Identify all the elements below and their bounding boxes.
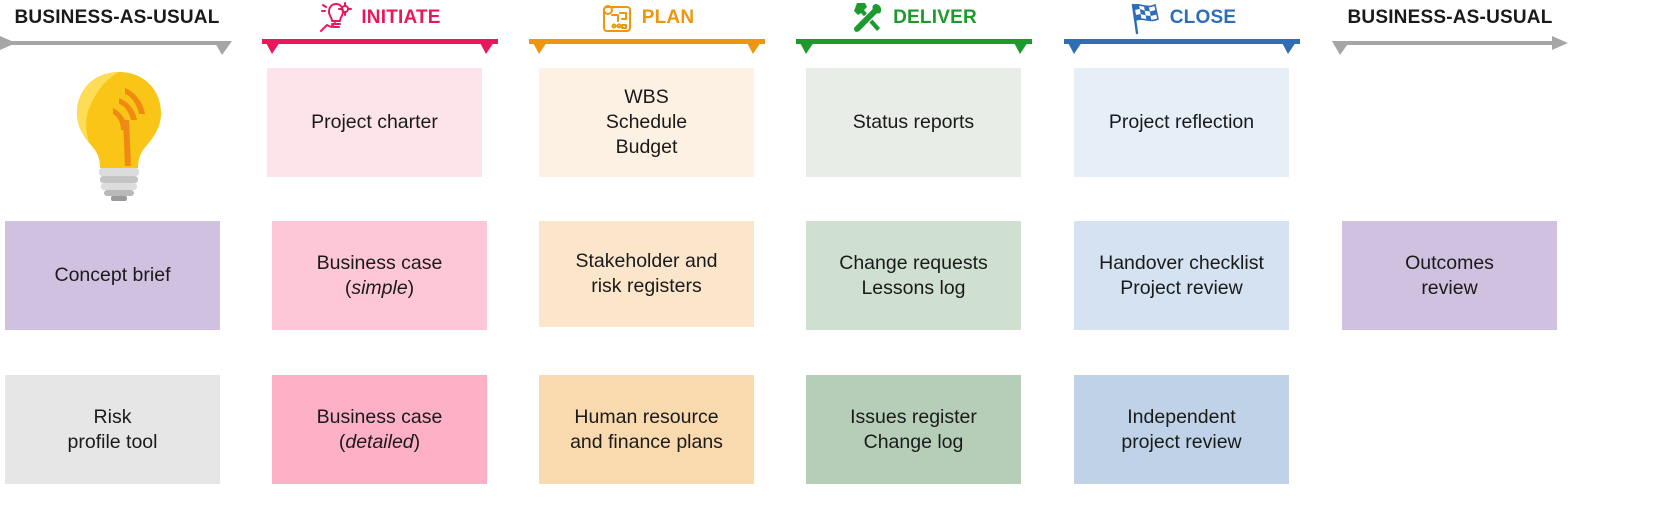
bar-plan — [529, 38, 765, 58]
column-header-deliver: DELIVER — [796, 0, 1032, 36]
box-text-italic: simple — [351, 276, 408, 299]
column-header-close: CLOSE — [1064, 0, 1300, 36]
box-concept-brief: Concept brief — [5, 221, 220, 330]
checkered-flag-icon — [1128, 1, 1162, 35]
box-text-line-2: (simple) — [344, 276, 415, 299]
box-project-charter: Project charter — [267, 68, 482, 177]
box-text-line-2: Change log — [863, 430, 964, 453]
hammer-wrench-icon — [851, 1, 885, 35]
box-text-line-3: Budget — [615, 136, 678, 158]
box-independent-project-review: Independent project review — [1074, 375, 1289, 484]
box-text-italic: detailed — [345, 430, 414, 453]
box-text-line-2: review — [1421, 276, 1478, 299]
box-text-line-2: Schedule — [605, 111, 688, 133]
column-header-plan: PLAN — [529, 0, 765, 36]
lightbulb-gear-icon — [319, 1, 353, 35]
bar-initiate — [262, 38, 498, 58]
column-bau-end: BUSINESS-AS-USUAL Outcomes review — [1330, 0, 1664, 515]
column-deliver: DELIVER Status reports Change requests L… — [796, 0, 1032, 515]
header-label: DELIVER — [893, 7, 977, 28]
box-text-line-2: risk registers — [591, 275, 702, 297]
box-outcomes-review: Outcomes review — [1342, 221, 1557, 330]
box-text-line-1: Outcomes — [1405, 251, 1494, 274]
box-text-line-2: and finance plans — [570, 430, 723, 453]
box-handover-checklist-project-review: Handover checklist Project review — [1074, 221, 1289, 330]
column-bau-start: BUSINESS-AS-USUAL Concept brief Risk pro… — [0, 0, 234, 515]
bar-deliver — [796, 38, 1032, 58]
box-text-line-1: Human resource — [574, 405, 719, 428]
box-business-case-detailed: Business case (detailed) — [272, 375, 487, 484]
bar-bau-start — [0, 36, 234, 58]
box-text: Project charter — [311, 111, 438, 133]
box-text-line-2: (detailed) — [338, 430, 421, 453]
box-business-case-simple: Business case (simple) — [272, 221, 487, 330]
box-text-line-1: WBS — [624, 86, 669, 108]
box-text-line-2: Project review — [1120, 276, 1243, 299]
header-label: PLAN — [641, 7, 695, 28]
header-label: INITIATE — [361, 7, 441, 28]
box-text-line-2: Lessons log — [861, 276, 966, 299]
box-text-line-2: profile tool — [67, 430, 158, 453]
box-hr-finance-plans: Human resource and finance plans — [539, 375, 754, 484]
header-label: CLOSE — [1169, 7, 1237, 28]
box-risk-profile-tool: Risk profile tool — [5, 375, 220, 484]
blueprint-scroll-icon — [600, 1, 634, 35]
column-header-bau-end: BUSINESS-AS-USUAL — [1330, 0, 1570, 36]
box-text: Concept brief — [54, 264, 171, 286]
box-text: Project reflection — [1108, 111, 1255, 133]
box-issues-register-change-log: Issues register Change log — [806, 375, 1021, 484]
box-text-line-1: Business case — [316, 405, 443, 428]
header-label: BUSINESS-AS-USUAL — [14, 7, 220, 28]
header-label: BUSINESS-AS-USUAL — [1347, 7, 1553, 28]
box-text-line-1: Business case — [316, 251, 443, 274]
column-header-initiate: INITIATE — [262, 0, 498, 36]
bar-bau-end — [1330, 36, 1568, 58]
box-change-requests-lessons-log: Change requests Lessons log — [806, 221, 1021, 330]
box-stakeholder-risk-registers: Stakeholder and risk registers — [539, 221, 754, 327]
box-project-reflection: Project reflection — [1074, 68, 1289, 177]
box-text-line-1: Stakeholder and — [575, 250, 718, 272]
column-header-bau-start: BUSINESS-AS-USUAL — [0, 0, 234, 36]
box-text-line-1: Risk — [93, 405, 132, 428]
column-plan: PLAN WBS Schedule Budget Stakeholder and… — [529, 0, 765, 515]
bar-close — [1064, 38, 1300, 58]
box-text-line-2: project review — [1121, 430, 1242, 453]
box-text-line-1: Handover checklist — [1099, 251, 1264, 274]
box-status-reports: Status reports — [806, 68, 1021, 177]
box-wbs-schedule-budget: WBS Schedule Budget — [539, 68, 754, 177]
box-text-line-1: Issues register — [850, 405, 977, 428]
box-text: Status reports — [852, 111, 975, 133]
box-text-line-1: Change requests — [839, 251, 988, 274]
column-initiate: INITIATE Project charter Business case (… — [262, 0, 498, 515]
lightbulb-icon — [69, 68, 169, 203]
column-close: CLOSE Project reflection Handover checkl… — [1064, 0, 1300, 515]
box-text-line-1: Independent — [1127, 405, 1236, 428]
